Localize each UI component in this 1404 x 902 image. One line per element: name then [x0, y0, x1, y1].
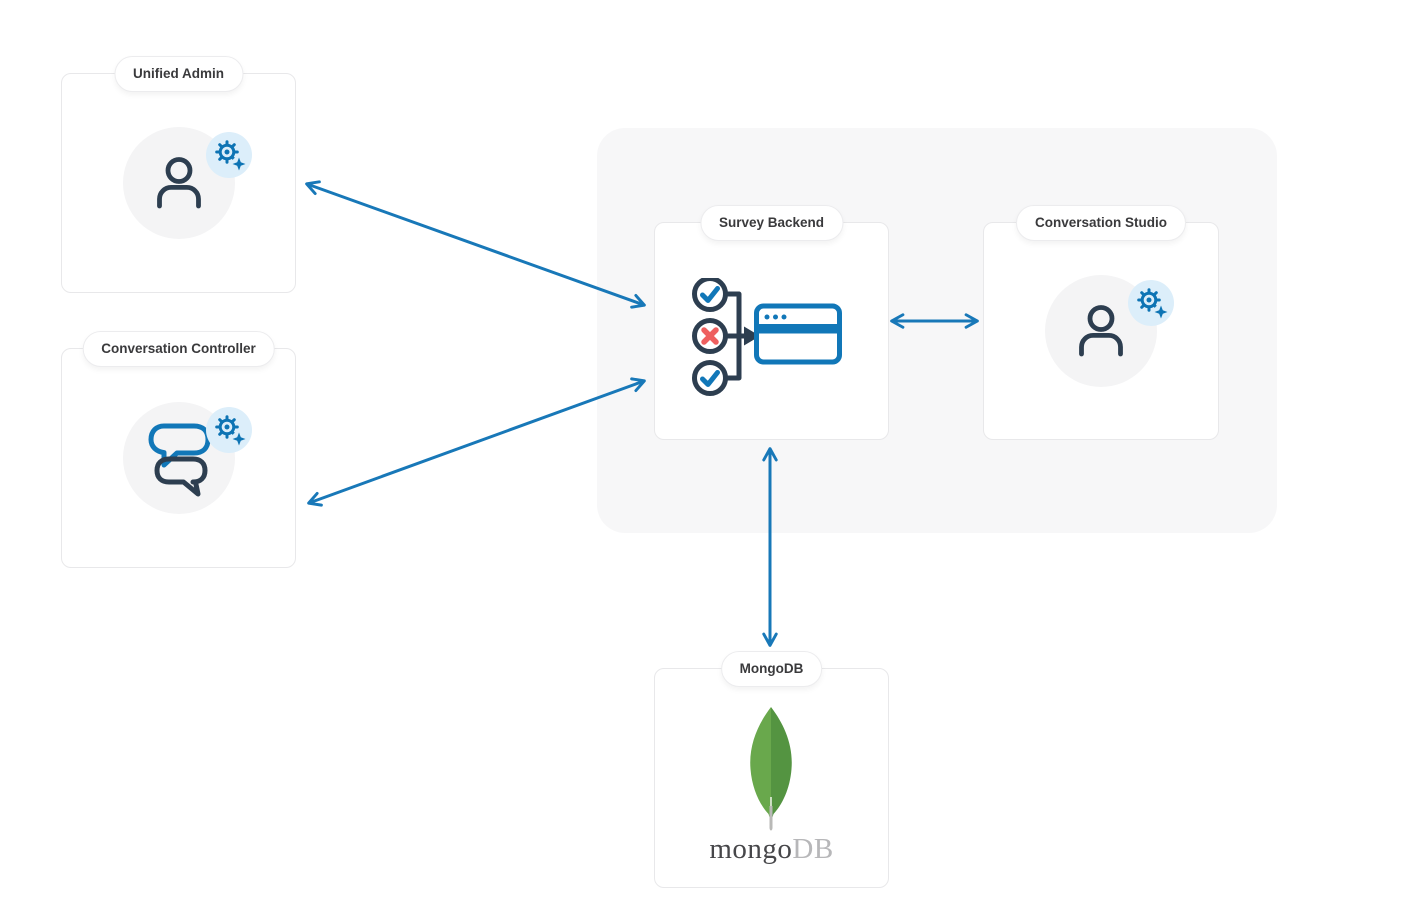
user-icon — [1079, 305, 1123, 357]
node-label: Survey Backend — [718, 215, 825, 230]
gear-badge — [205, 407, 252, 453]
wordmark-mongo: mongo — [709, 832, 793, 865]
user-avatar-circle — [1045, 275, 1174, 387]
mongodb-wordmark: mongoDB — [709, 832, 834, 865]
gear-sparkle-icon — [214, 140, 246, 172]
edge-conversation-controller-survey-backend — [307, 377, 646, 507]
edge-unified-admin-survey-backend — [305, 180, 646, 309]
user-avatar-circle — [122, 127, 252, 239]
node-conversation-controller: Conversation Controller — [61, 331, 296, 568]
gear-sparkle-icon — [1137, 288, 1169, 320]
node-label: Conversation Controller — [101, 341, 256, 356]
browser-window-icon — [753, 303, 842, 364]
node-label-pill: Unified Admin — [114, 56, 243, 92]
gear-badge — [205, 132, 252, 178]
node-conversation-studio: Conversation Studio — [983, 205, 1219, 440]
gear-sparkle-icon — [214, 415, 246, 447]
wordmark-db: DB — [792, 832, 834, 865]
node-label-pill: MongoDB — [720, 651, 823, 687]
node-label: Unified Admin — [133, 66, 224, 81]
validation-flow-browser-icon — [691, 275, 842, 396]
gear-badge — [1128, 280, 1174, 326]
x-icon — [700, 326, 719, 345]
chat-circle — [122, 402, 252, 514]
chat-bubbles-icon — [148, 423, 210, 497]
user-icon — [156, 157, 201, 209]
node-label-pill: Conversation Controller — [82, 331, 275, 367]
node-label: Conversation Studio — [1034, 215, 1168, 230]
node-mongodb: MongoDB mongoDB — [654, 651, 889, 888]
node-label-pill: Survey Backend — [699, 205, 844, 241]
node-survey-backend: Survey Backend — [654, 205, 889, 440]
check-icon — [699, 285, 720, 303]
node-label-pill: Conversation Studio — [1015, 205, 1187, 241]
mongodb-leaf-logo — [750, 706, 793, 830]
node-unified-admin: Unified Admin — [61, 56, 296, 293]
check-icon — [699, 369, 720, 387]
node-label: MongoDB — [739, 661, 804, 676]
